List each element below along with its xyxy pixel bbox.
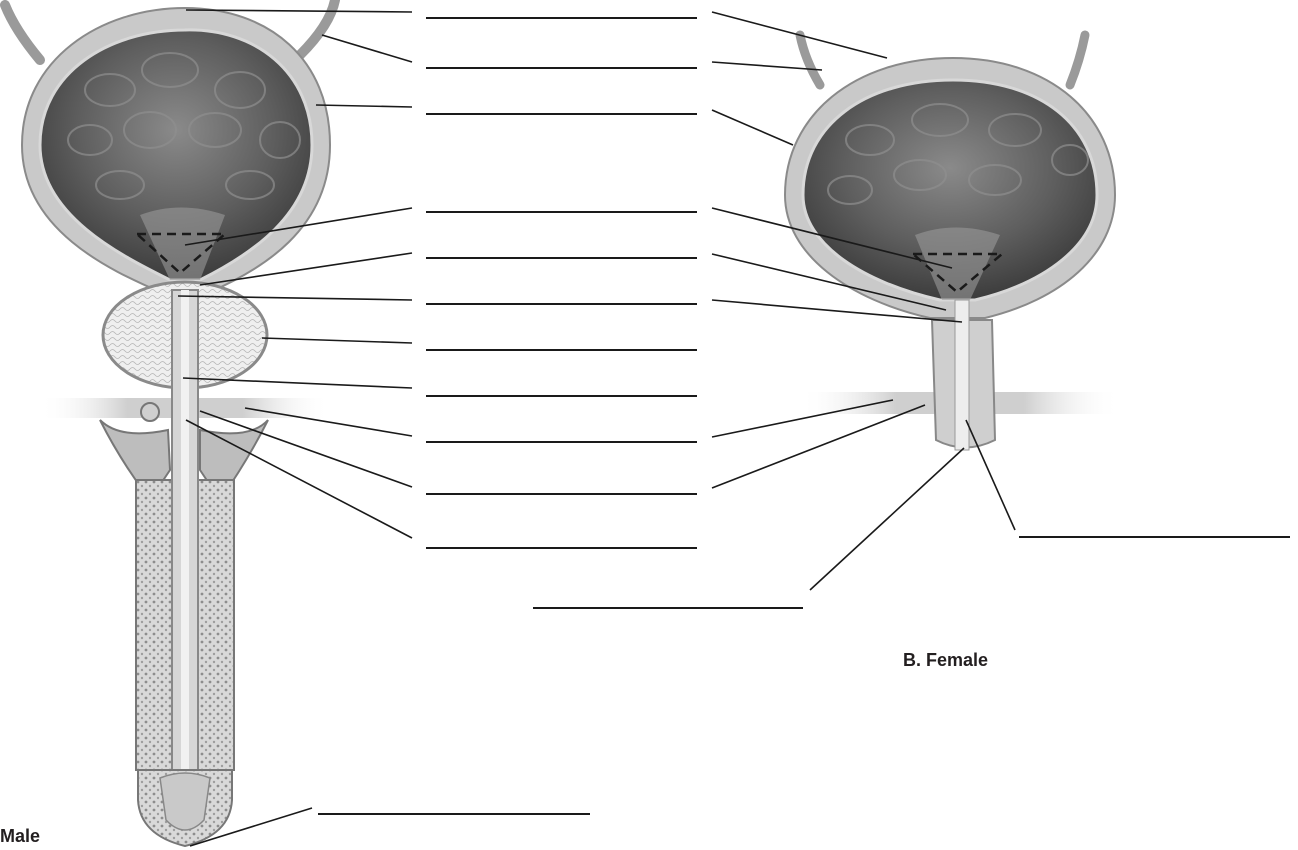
leader-line xyxy=(322,35,412,62)
male-left-ureter xyxy=(5,5,40,60)
caption-male: Male xyxy=(0,826,40,847)
female-anatomy xyxy=(785,35,1120,450)
leader-line xyxy=(712,405,925,488)
male-right-ureter xyxy=(300,0,335,55)
leader-line xyxy=(712,110,793,145)
male-bulbourethral-gland xyxy=(141,403,159,421)
female-right-ureter xyxy=(1070,35,1085,85)
leader-line xyxy=(262,338,412,343)
male-right-corpus-cavernosum xyxy=(198,480,234,770)
female-left-ureter xyxy=(800,35,820,85)
male-glans-cap xyxy=(160,773,210,830)
leader-line xyxy=(316,105,412,107)
male-left-corpus-cavernosum xyxy=(136,480,172,770)
male-urethra xyxy=(181,290,189,830)
leader-line xyxy=(810,448,964,590)
caption-female: B. Female xyxy=(903,650,988,671)
leader-line xyxy=(712,12,887,58)
male-anatomy xyxy=(5,0,335,846)
female-urethra xyxy=(955,300,969,450)
